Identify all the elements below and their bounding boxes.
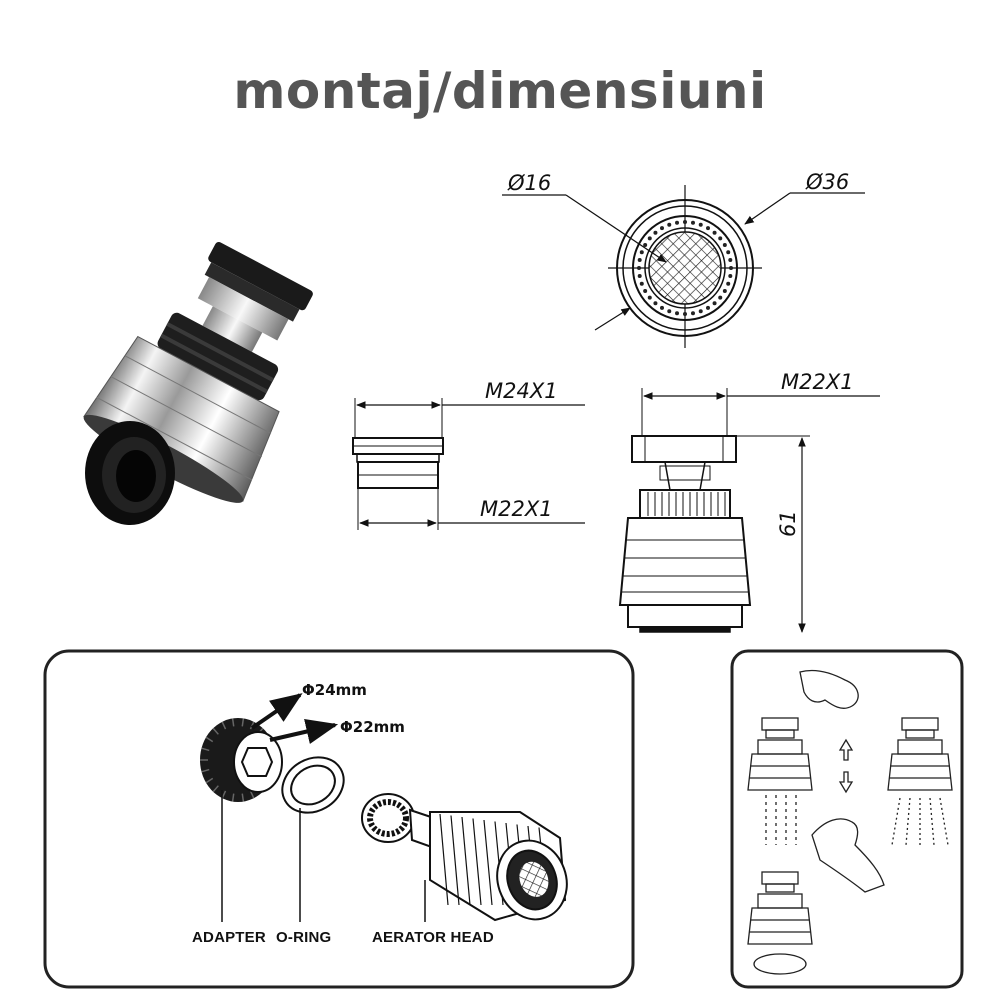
usage-panel [730, 649, 964, 989]
diameter-36-label: Ø36 [805, 170, 849, 194]
arrow-up-icon [838, 738, 854, 761]
oring-label: O-RING [276, 929, 331, 946]
assembly-panel [43, 649, 635, 989]
hand-icon [799, 669, 859, 709]
page-title: montaj/dimensiuni [233, 62, 767, 120]
diameter-36-dimension: Ø36 [594, 170, 865, 331]
adapter-thread-top-label: M24X1 [485, 379, 558, 403]
arrow-down-icon [838, 771, 854, 794]
assembly-diagram [200, 693, 568, 922]
aerator-thread-label: M22X1 [781, 370, 854, 394]
aerator-height-label: 61 [776, 510, 800, 537]
hand-icon [811, 818, 885, 893]
adapter-side-drawing [352, 398, 585, 530]
aerator-head-label: AERATOR HEAD [372, 929, 494, 946]
adapter-label: ADAPTER [192, 929, 266, 946]
diameter-16-dimension: Ø16 [502, 171, 667, 263]
phi-22mm-label: Φ22mm [340, 718, 405, 736]
aerator-product-photo [83, 241, 313, 525]
usage-diagram [747, 669, 953, 975]
adapter-thread-bottom-label: M22X1 [480, 497, 553, 521]
top-view-drawing [608, 185, 762, 348]
aerator-side-drawing [618, 388, 880, 633]
phi-24mm-label: Φ24mm [302, 681, 367, 699]
diameter-16-label: Ø16 [507, 171, 551, 195]
